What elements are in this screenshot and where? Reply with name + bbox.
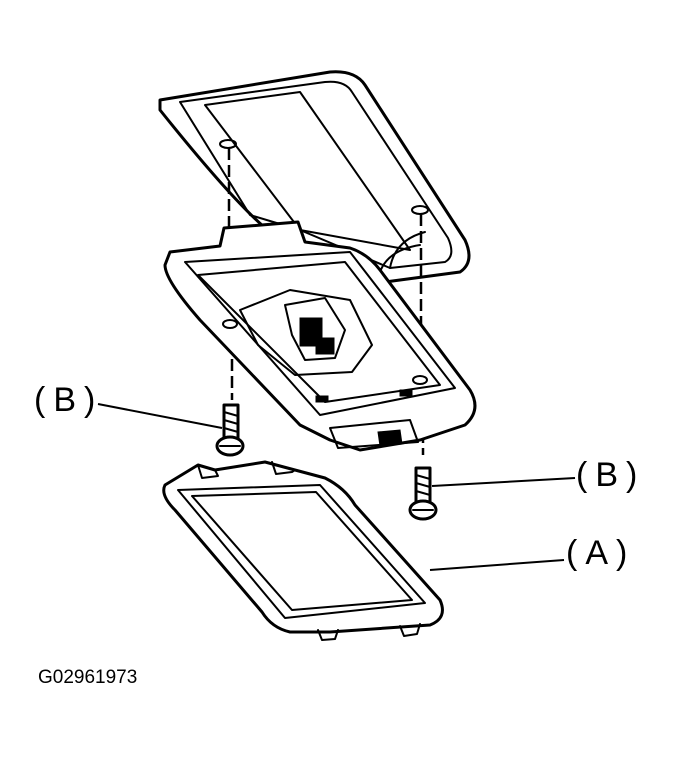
screw-left — [215, 403, 245, 457]
callout-screw-right: (B) — [576, 456, 646, 494]
lamp-lens — [162, 460, 444, 641]
screw-right — [408, 466, 438, 521]
figure-code: G02961973 — [38, 667, 138, 688]
lamp-housing — [163, 220, 477, 452]
upper-trim-bezel — [158, 70, 471, 284]
callout-lens: (A) — [566, 534, 636, 572]
leader-lines — [97, 403, 576, 571]
callout-screw-left: (B) — [34, 381, 104, 419]
